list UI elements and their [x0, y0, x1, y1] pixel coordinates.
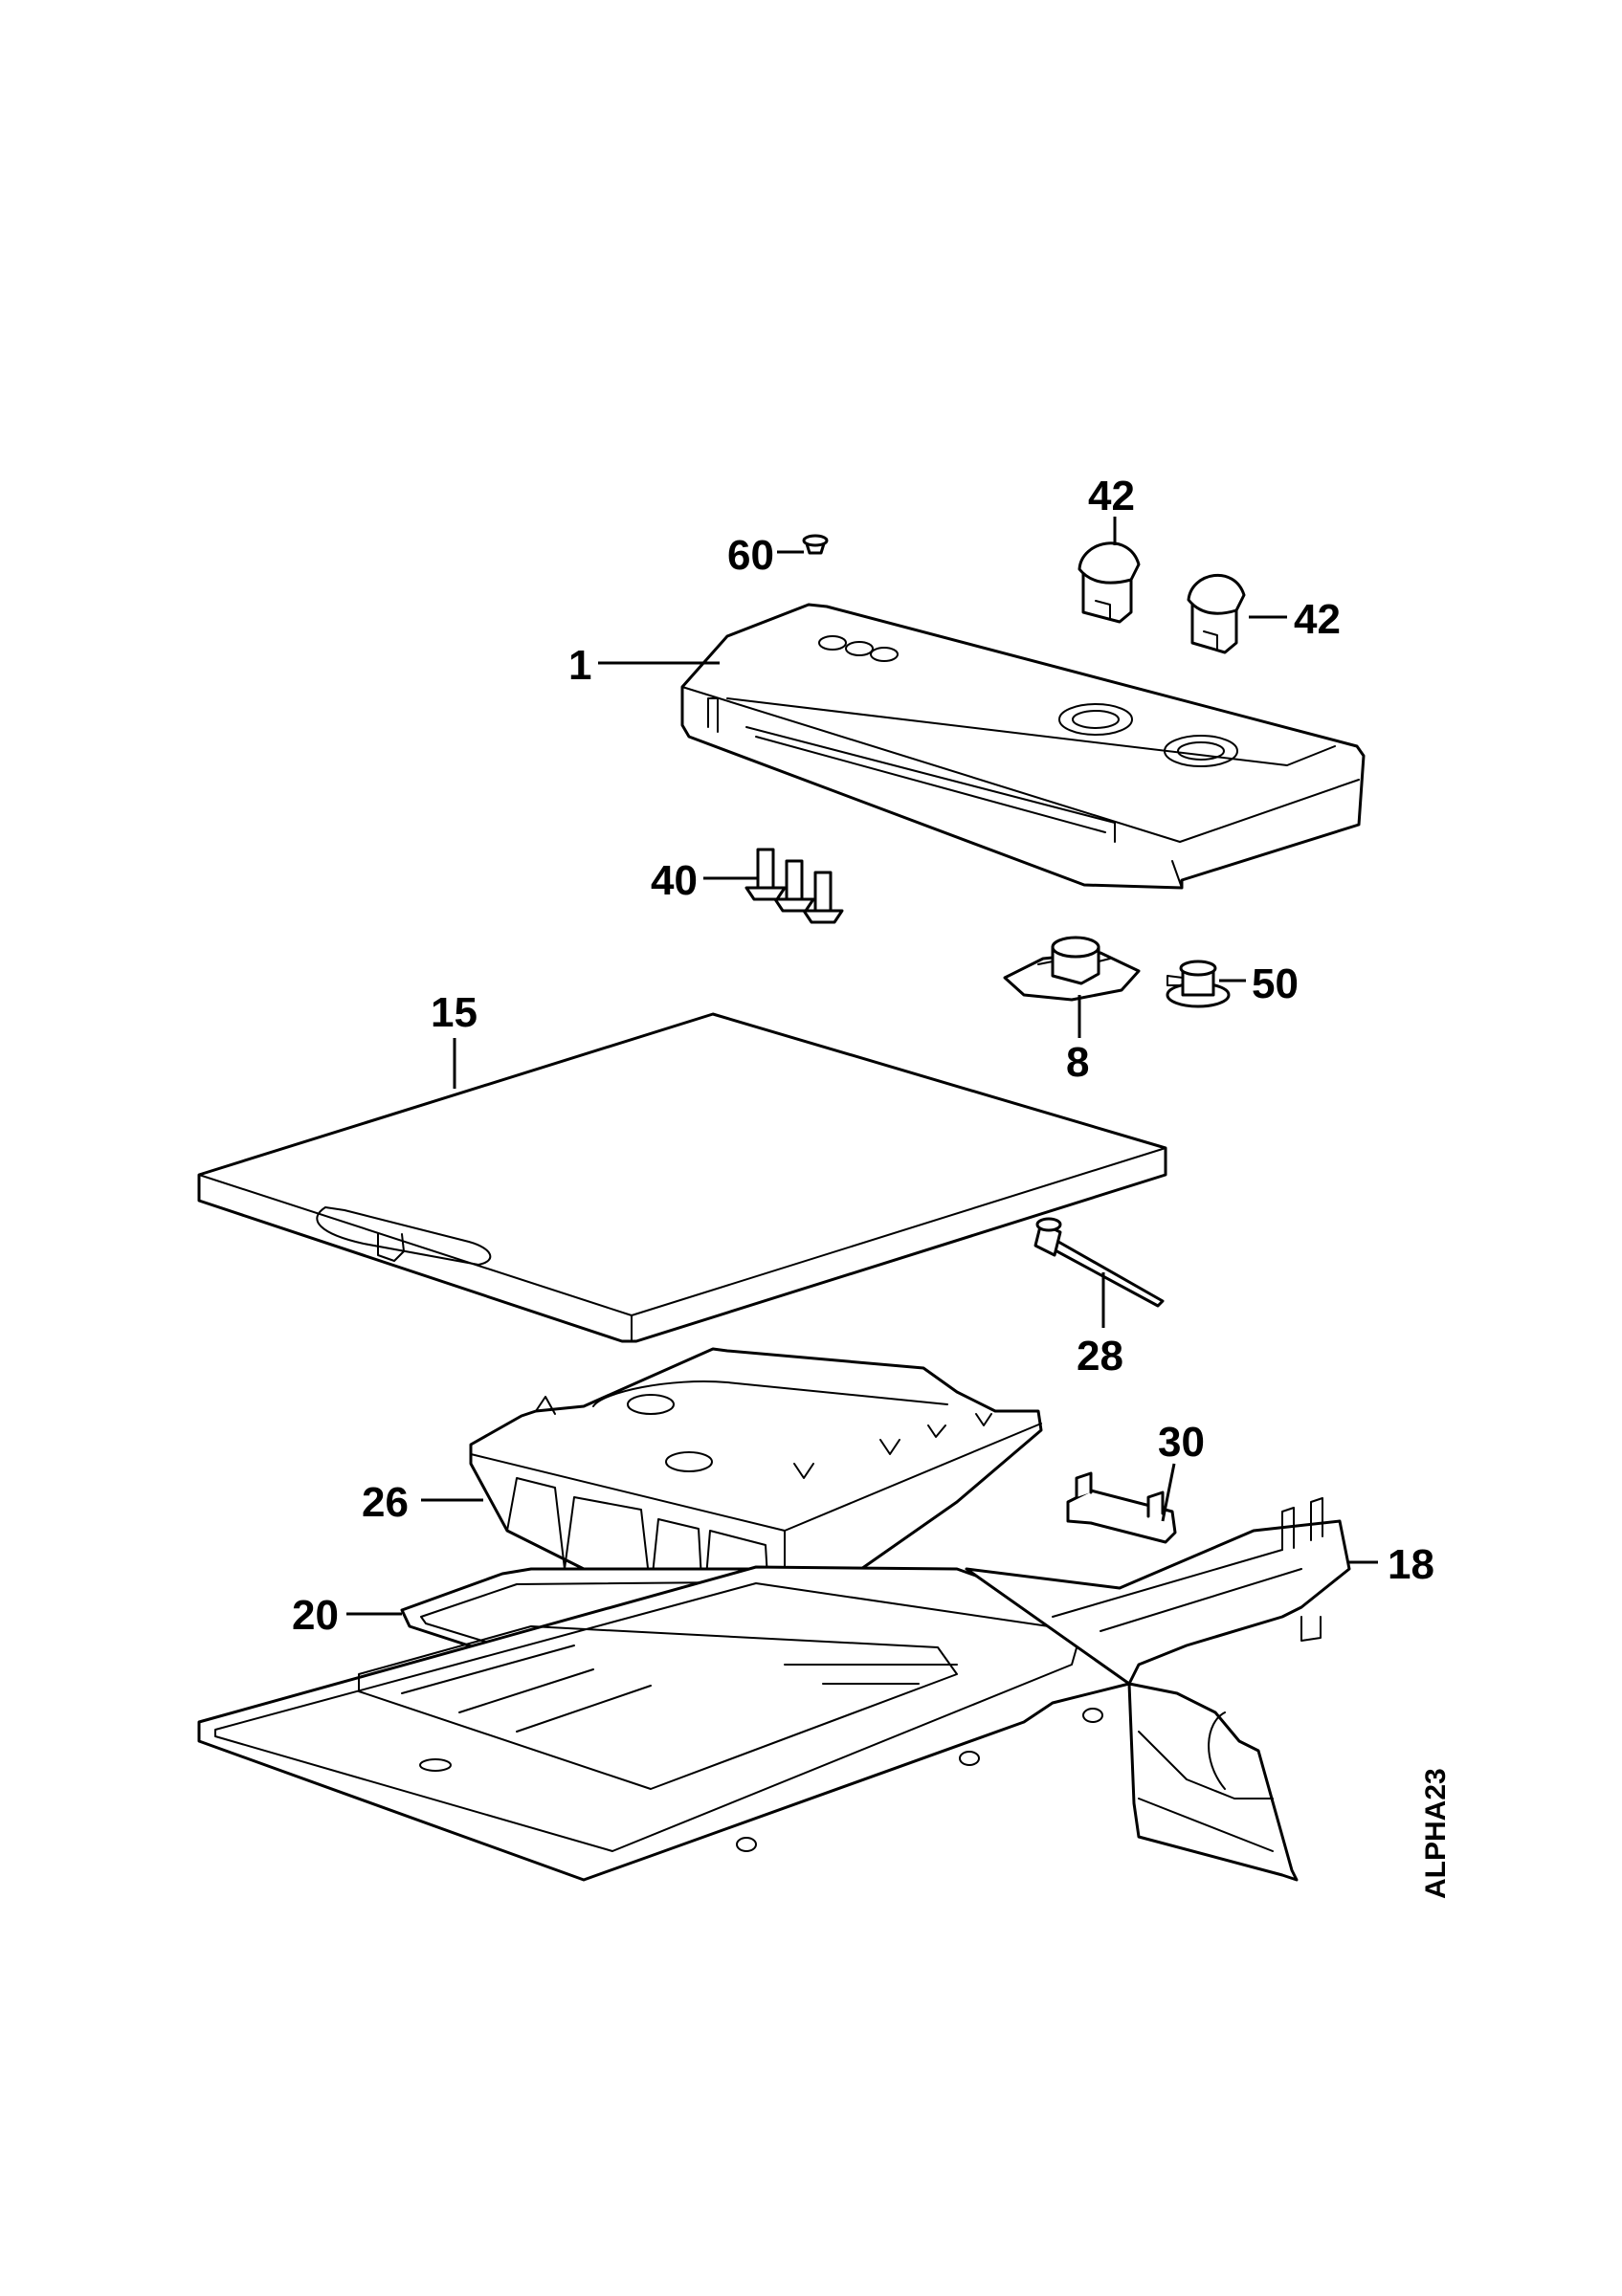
part-42-knob-left — [1078, 541, 1141, 624]
part-60-plug — [802, 534, 829, 555]
callout-42-right: 42 — [1294, 596, 1341, 643]
callout-15: 15 — [431, 989, 478, 1036]
part-8-sensor-plate — [1003, 936, 1141, 1002]
callout-1: 1 — [568, 642, 591, 689]
callout-28: 28 — [1077, 1333, 1123, 1380]
part-1-control-panel — [680, 603, 1366, 890]
callout-labels: 1 42 42 60 40 50 8 15 28 30 26 18 20 — [292, 473, 1434, 1639]
callout-8: 8 — [1066, 1039, 1089, 1086]
part-42-knob-right — [1187, 573, 1246, 654]
part-18-top-frame — [197, 1497, 1351, 1882]
callout-50: 50 — [1252, 960, 1299, 1007]
callout-60: 60 — [727, 532, 774, 579]
callout-26: 26 — [362, 1479, 409, 1526]
callout-42-top: 42 — [1088, 473, 1135, 519]
drawing-code: ALPHA23 — [1420, 1768, 1452, 1899]
part-50-valve — [1166, 960, 1231, 1008]
callout-18: 18 — [1388, 1541, 1434, 1588]
part-30-clip — [1066, 1471, 1177, 1544]
part-28-pin — [1033, 1217, 1165, 1308]
callout-40: 40 — [651, 857, 698, 904]
callout-30: 30 — [1158, 1419, 1205, 1466]
callout-20: 20 — [292, 1592, 339, 1639]
part-40-push-buttons — [744, 848, 844, 924]
leader-lines — [346, 517, 1378, 1616]
part-26-dispenser — [469, 1347, 1043, 1628]
part-15-lid — [197, 1012, 1167, 1343]
